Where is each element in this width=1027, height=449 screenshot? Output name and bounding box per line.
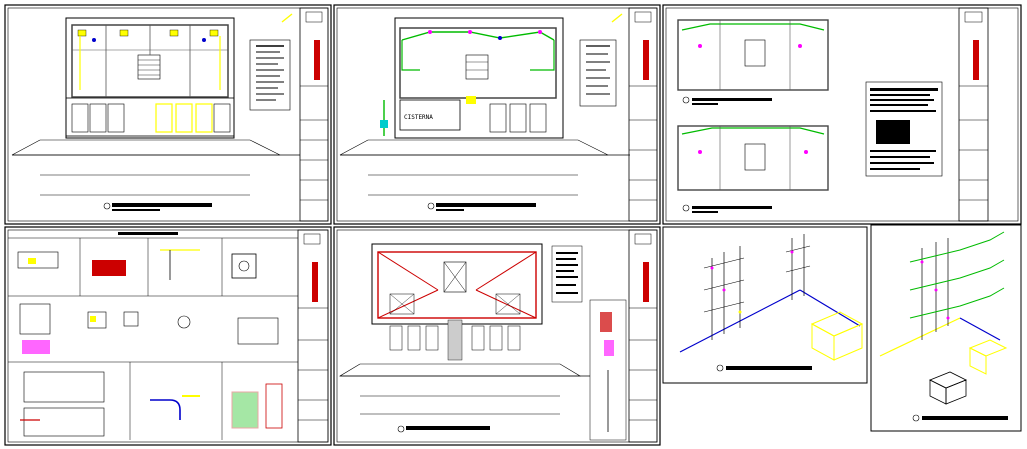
street-outline bbox=[11, 139, 300, 196]
front-rooms bbox=[65, 97, 235, 137]
sheet-5-roof-drainage bbox=[333, 226, 661, 446]
stair-symbol bbox=[137, 54, 161, 80]
cistern-label: CISTERNA bbox=[404, 114, 433, 121]
sheet-2-water-supply-plan: CISTERNA bbox=[333, 4, 661, 225]
sheet-title bbox=[103, 202, 212, 211]
sheet-7-isometric-hot-water bbox=[870, 224, 1022, 432]
tank bbox=[810, 311, 864, 361]
notes-block bbox=[865, 81, 943, 177]
risers bbox=[703, 234, 811, 340]
title-block bbox=[299, 7, 329, 222]
cistern: CISTERNA bbox=[380, 99, 461, 136]
legend-block bbox=[249, 39, 291, 111]
sheet-6-isometric-cold-water bbox=[662, 226, 868, 384]
sheet-1-floor-plan bbox=[4, 4, 332, 225]
sheet-4-details bbox=[4, 226, 332, 446]
sheet-3-upper-floors bbox=[662, 4, 1022, 225]
